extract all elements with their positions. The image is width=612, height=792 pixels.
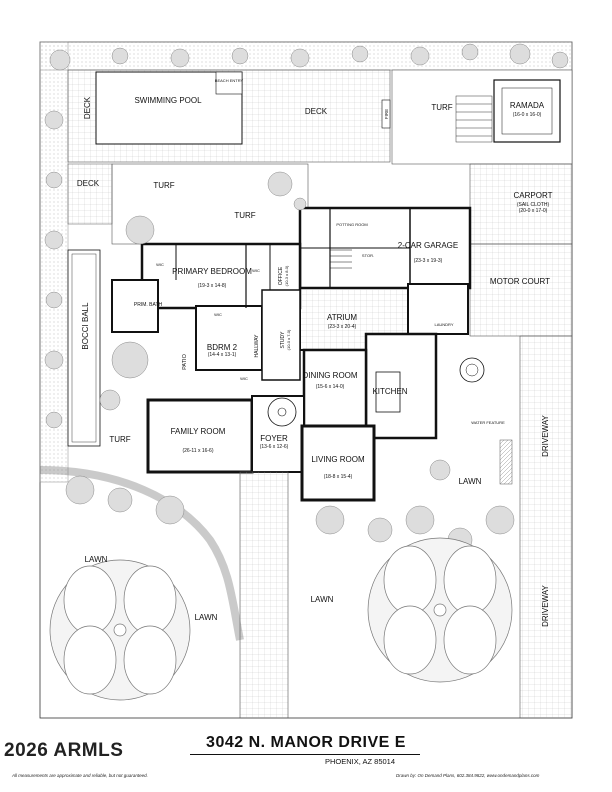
- fire-pit: [381, 99, 391, 129]
- label-dining-dim: (15-6 x 14-0): [316, 384, 345, 390]
- label-laundry: LAUNDRY: [434, 322, 453, 327]
- label-atrium-dim: (23-3 x 20-4): [328, 324, 357, 330]
- label-deck-left: DECK: [83, 96, 92, 119]
- label-driveway-a: DRIVEWAY: [541, 414, 550, 456]
- label-bdrm2: BDRM 2: [207, 343, 238, 352]
- stairs: [455, 95, 493, 143]
- label-hallway: HALLWAY: [254, 334, 260, 358]
- label-kitchen: KITCHEN: [372, 387, 407, 396]
- label-motor-court: MOTOR COURT: [490, 277, 550, 286]
- label-family-room: FAMILY ROOM: [171, 427, 226, 436]
- house: [111, 206, 472, 502]
- label-carport-note: (SAIL CLOTH): [517, 202, 550, 208]
- label-carport-dim: (20-0 x 17-0): [519, 208, 548, 214]
- label-living-room: LIVING ROOM: [311, 455, 365, 464]
- address-city: PHOENIX, AZ 85014: [324, 757, 396, 766]
- shrubs: [44, 43, 569, 553]
- label-wic-b: WIC: [252, 268, 260, 273]
- label-foyer-dim: (13-6 x 12-6): [260, 444, 289, 450]
- label-atrium: ATRIUM: [327, 313, 357, 322]
- label-garage: 2-CAR GARAGE: [398, 241, 458, 250]
- label-dining-room: DINING ROOM: [302, 371, 357, 380]
- credit-text: Drawn by: On Demand Plans, 602.384.9822,…: [396, 773, 540, 778]
- water-feature: [459, 357, 485, 383]
- label-potting-room: POTTING ROOM: [336, 222, 367, 227]
- front-walkway: [239, 471, 289, 719]
- label-foyer: FOYER: [260, 434, 288, 443]
- label-bocci-ball: BOCCI BALL: [81, 302, 90, 350]
- label-wic-c: WIC: [214, 312, 222, 317]
- ramada-inner: [501, 87, 553, 135]
- label-lawn-c: LAWN: [311, 595, 334, 604]
- title-rule: [190, 754, 420, 755]
- label-study-dim: (10-0 x 7-0): [286, 329, 291, 350]
- page-title: 3042 N. MANOR DRIVE E: [206, 734, 406, 751]
- label-turf-mid-a: TURF: [153, 181, 174, 190]
- hedge-top: [39, 41, 573, 71]
- label-water-feature: WATER FEATURE: [471, 420, 505, 425]
- label-beach-entry: BEACH ENTRY: [215, 78, 244, 83]
- disclaimer-text: All measurements are approximate and rel…: [12, 773, 148, 778]
- label-turf-top: TURF: [431, 103, 452, 112]
- garden-path: [39, 466, 244, 641]
- label-bdrm2-dim: (14-4 x 13-1): [208, 352, 237, 358]
- label-office: OFFICE: [278, 266, 284, 285]
- label-prim-bath: PRIM. BATH: [134, 302, 163, 308]
- deck-left-area: [67, 163, 113, 225]
- label-living-dim: (18-8 x 15-4): [324, 474, 353, 480]
- label-ramada: RAMADA: [510, 101, 545, 110]
- watermark: 2026 ARMLS: [4, 740, 124, 761]
- label-wic-d: WIC: [240, 376, 248, 381]
- label-ramada-dim: (16-0 x 16-0): [513, 112, 542, 118]
- label-lawn-right: LAWN: [459, 477, 482, 486]
- label-driveway-b: DRIVEWAY: [541, 584, 550, 626]
- bocci-court: [67, 249, 101, 447]
- motor-court-area: [469, 243, 573, 337]
- label-garage-dim: (23-3 x 19-3): [414, 258, 443, 264]
- label-stor: STOR.: [362, 253, 374, 258]
- label-study: STUDY: [280, 331, 286, 349]
- bocci-inner: [71, 253, 97, 443]
- label-fire: FIRE: [384, 109, 389, 119]
- label-primary-bedroom-dim: (19-3 x 14-8): [198, 283, 227, 289]
- label-deck-top: DECK: [305, 107, 328, 116]
- label-carport: CARPORT: [514, 191, 553, 200]
- tree-right: [367, 537, 513, 683]
- label-family-dim: (26-11 x 16-6): [182, 448, 213, 454]
- label-lawn-a: LAWN: [85, 555, 108, 564]
- label-patio: PATIO: [182, 353, 188, 369]
- ramada: [493, 79, 561, 143]
- label-turf-low: TURF: [109, 435, 130, 444]
- driveway-strip: [519, 335, 573, 719]
- label-lawn-b: LAWN: [195, 613, 218, 622]
- label-swimming-pool: SWIMMING POOL: [134, 96, 202, 105]
- driveway-planter: [499, 439, 513, 485]
- label-office-dim: (10-3 x 8-0): [284, 265, 289, 286]
- tree-left: [49, 559, 191, 701]
- label-deck-mid: DECK: [77, 179, 100, 188]
- label-primary-bedroom: PRIMARY BEDROOM: [172, 267, 252, 276]
- carport-area: [469, 163, 573, 245]
- label-wic-a: WIC: [156, 262, 164, 267]
- label-turf-mid-b: TURF: [234, 211, 255, 220]
- beach-entry: [215, 71, 243, 95]
